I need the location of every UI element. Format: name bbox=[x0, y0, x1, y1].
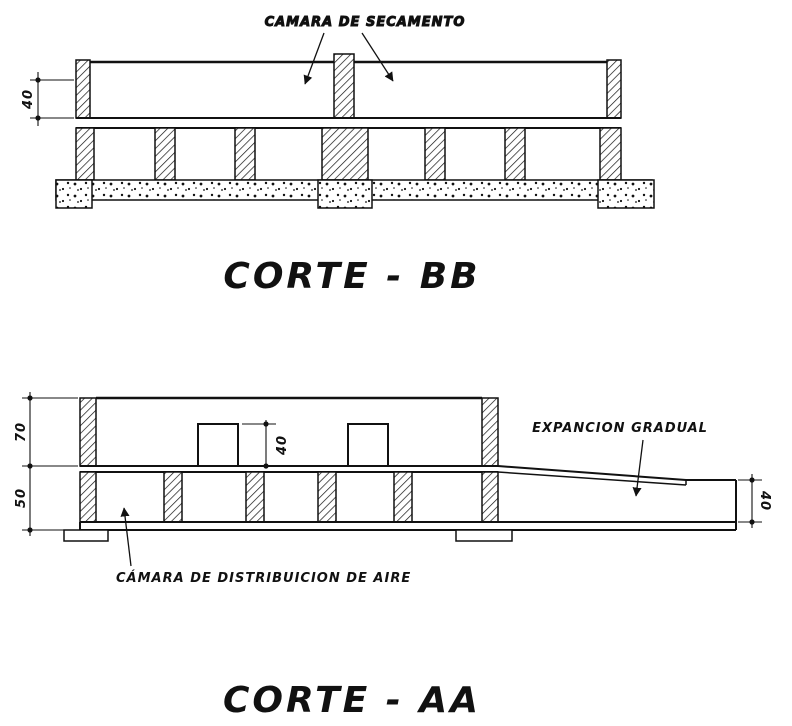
bb-center-wall bbox=[333, 53, 355, 119]
bb-center-column bbox=[321, 127, 369, 181]
bb-footing-left bbox=[55, 179, 93, 209]
aa-columns bbox=[79, 471, 499, 523]
aa-column bbox=[163, 471, 183, 523]
bb-column bbox=[424, 127, 446, 181]
aa-footing-left bbox=[63, 529, 109, 542]
leader-arrow-expansion bbox=[632, 439, 644, 497]
aa-column bbox=[393, 471, 413, 523]
aa-right-wall-upper bbox=[481, 397, 499, 467]
bb-dim-dot bbox=[35, 115, 41, 121]
bb-left-wall bbox=[75, 59, 91, 119]
aa-dim-dot bbox=[27, 395, 33, 401]
aa-right-wall-lower bbox=[481, 471, 499, 523]
bb-slab bbox=[76, 117, 621, 129]
aa-left-wall-lower bbox=[79, 471, 97, 523]
corte-aa-section: 40 bbox=[14, 392, 772, 721]
aa-dimension-right: 40 bbox=[738, 474, 772, 528]
aa-dim-dot bbox=[749, 519, 755, 525]
aa-dim-dot bbox=[263, 421, 269, 427]
aa-column bbox=[317, 471, 337, 523]
aa-left-wall-upper bbox=[79, 397, 97, 467]
aa-floor bbox=[63, 521, 737, 542]
corte-bb-title: CORTE - BB bbox=[223, 256, 480, 297]
bb-upper-structure bbox=[75, 53, 622, 119]
bb-footing-right bbox=[597, 179, 655, 209]
aa-ramp-bottom-line bbox=[497, 471, 687, 486]
aa-duct-box bbox=[197, 423, 239, 467]
bb-footing-center bbox=[317, 179, 373, 209]
aa-duct-box bbox=[347, 423, 389, 467]
aa-slab bbox=[80, 465, 498, 473]
bb-column bbox=[75, 127, 95, 181]
leader-arrow-left bbox=[303, 32, 325, 85]
bb-right-wall bbox=[606, 59, 622, 119]
aa-column bbox=[245, 471, 265, 523]
aa-dim-dot bbox=[27, 463, 33, 469]
aa-dim-70-value: 70 bbox=[14, 422, 29, 442]
aa-dim-dot bbox=[749, 477, 755, 483]
bb-column bbox=[599, 127, 622, 181]
aa-footing-center bbox=[455, 529, 513, 542]
bb-dimension-left: 40 bbox=[21, 72, 74, 126]
aa-ramp-top-line bbox=[497, 465, 687, 481]
aa-dimension-inner: 40 bbox=[242, 420, 290, 469]
corte-aa-title: CORTE - AA bbox=[223, 680, 481, 721]
bb-dim-dot bbox=[35, 77, 41, 83]
aa-dim-right-value: 40 bbox=[757, 490, 772, 511]
camara-distribuicion-label: CÁMARA DE DISTRIBUICION DE AIRE bbox=[116, 570, 411, 586]
bb-column bbox=[154, 127, 176, 181]
bb-column bbox=[504, 127, 526, 181]
corte-bb-section: CAMARA DE SECAMENTO bbox=[21, 15, 655, 297]
expancion-gradual-label: EXPANCION GRADUAL bbox=[532, 421, 708, 436]
aa-dim-50-value: 50 bbox=[14, 488, 29, 508]
bb-dim-value: 40 bbox=[21, 89, 36, 110]
bb-columns bbox=[75, 127, 622, 181]
aa-dim-dot bbox=[27, 527, 33, 533]
bb-column bbox=[234, 127, 256, 181]
leader-arrow-distribution bbox=[120, 507, 132, 567]
bb-foundation bbox=[55, 179, 655, 209]
aa-dim-inner-value: 40 bbox=[275, 435, 290, 456]
aa-expansion-ramp bbox=[497, 465, 737, 522]
camara-secamento-label: CAMARA DE SECAMENTO bbox=[265, 15, 466, 30]
leader-arrow-right bbox=[361, 32, 394, 82]
aa-dimension-left: 70 50 bbox=[14, 392, 78, 536]
